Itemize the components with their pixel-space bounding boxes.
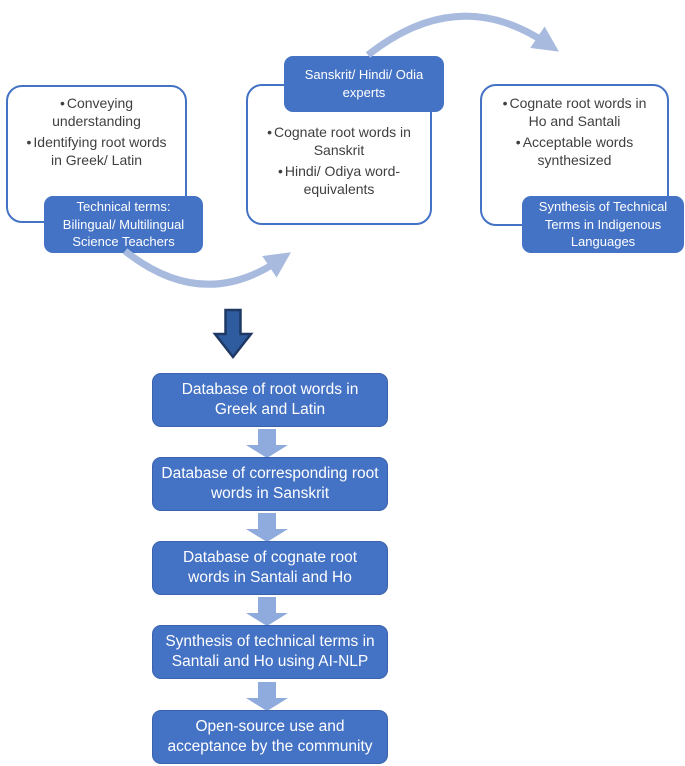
bullet-item: Identifying root words in Greek/ Latin	[20, 134, 173, 170]
bullet-list: Conveying understanding Identifying root…	[8, 87, 185, 170]
small-down-arrow-icon	[246, 429, 288, 458]
cycle-label-synthesis: Synthesis of Technical Terms in Indigeno…	[522, 196, 684, 253]
flow-step-text: Synthesis of technical terms in Santali …	[165, 633, 375, 670]
cycle-label-text: Technical terms: Bilingual/ Multilingual…	[62, 199, 185, 250]
small-down-arrow-icon	[246, 597, 288, 626]
small-down-arrow-icon	[246, 513, 288, 542]
flow-step-text: Database of corresponding root words in …	[161, 465, 379, 502]
cycle-label-teachers: Technical terms: Bilingual/ Multilingual…	[44, 196, 203, 253]
bullet-item: Conveying understanding	[20, 95, 173, 131]
flow-step-sanskrit-database: Database of corresponding root words in …	[152, 457, 388, 511]
curved-arrow-over-top-icon	[365, 12, 559, 58]
flow-step-text: Database of cognate root words in Santal…	[182, 549, 358, 586]
bullet-item: Cognate root words in Ho and Santali	[494, 95, 655, 131]
flow-step-text: Database of root words in Greek and Lati…	[181, 381, 359, 418]
flow-step-greek-latin-database: Database of root words in Greek and Lati…	[152, 373, 388, 427]
cycle-label-text: Synthesis of Technical Terms in Indigeno…	[538, 199, 668, 250]
bullet-item: Acceptable words synthesized	[494, 134, 655, 170]
curved-arrow-up-right-icon	[122, 248, 291, 288]
flow-step-community-acceptance: Open-source use and acceptance by the co…	[152, 710, 388, 764]
flow-step-text: Open-source use and acceptance by the co…	[167, 718, 373, 755]
cycle-label-experts: Sanskrit/ Hindi/ Odia experts	[284, 56, 444, 112]
bullet-item: Hindi/ Odiya word-equivalents	[260, 163, 418, 199]
bullet-list: Cognate root words in Sanskrit Hindi/ Od…	[248, 86, 430, 199]
small-down-arrow-icon	[246, 682, 288, 711]
flow-step-ai-nlp-synthesis: Synthesis of technical terms in Santali …	[152, 625, 388, 679]
bullet-list: Cognate root words in Ho and Santali Acc…	[482, 86, 667, 170]
flow-step-santali-ho-database: Database of cognate root words in Santal…	[152, 541, 388, 595]
bullet-item: Cognate root words in Sanskrit	[260, 124, 418, 160]
cycle-label-text: Sanskrit/ Hindi/ Odia experts	[304, 67, 424, 100]
big-down-arrow-icon	[212, 308, 254, 360]
